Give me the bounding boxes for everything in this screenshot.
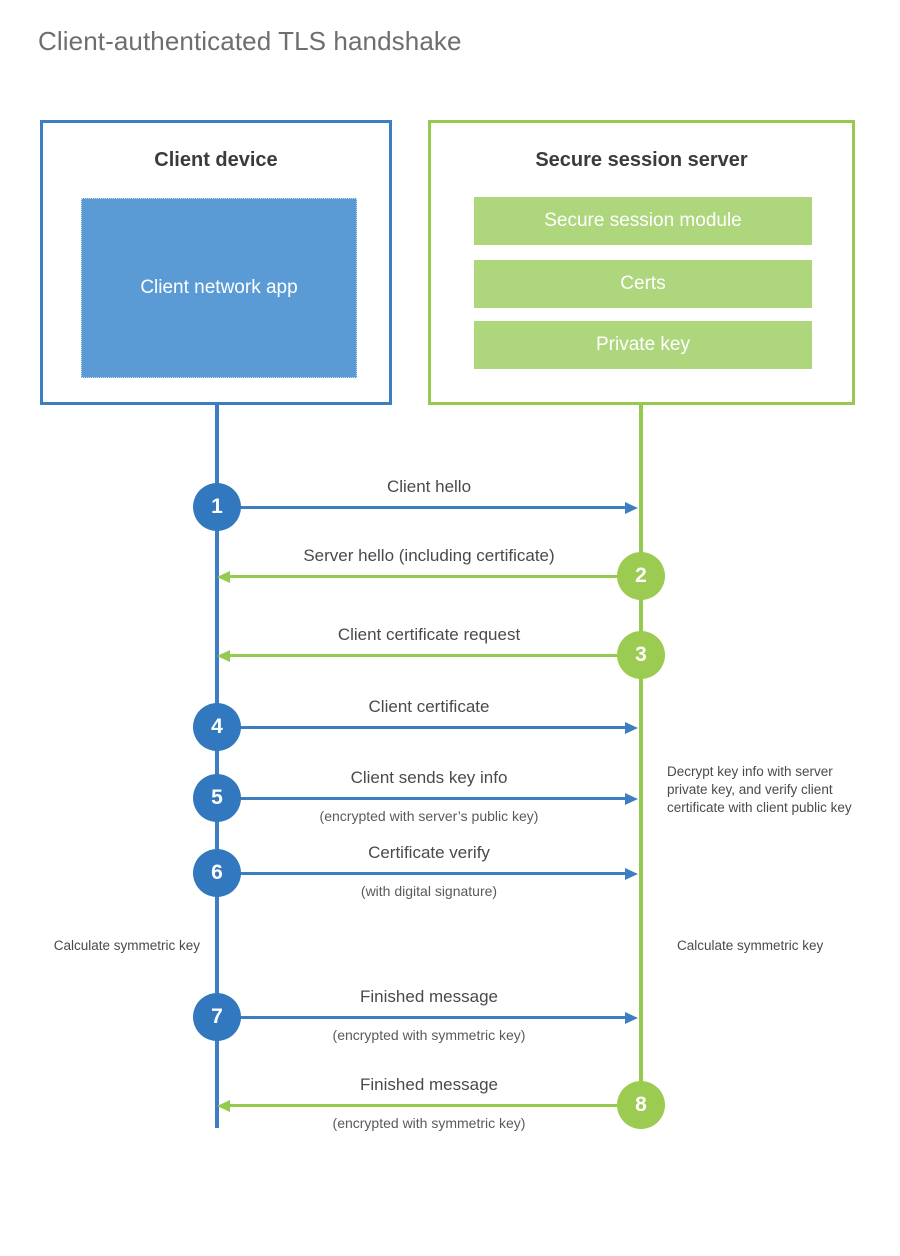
step-circle-5[interactable]: 5 [193,774,241,822]
server-module-certs: Certs [474,260,812,308]
step-label-2: Server hello (including certificate) [303,546,555,565]
client-network-app-label: Client network app [140,277,298,298]
client-lifeline [215,403,219,1128]
arrow-line-step-7 [217,1015,625,1019]
step-circle-3[interactable]: 3 [617,631,665,679]
step-sublabel-8: (encrypted with symmetric key) [332,1115,526,1131]
arrow-line-step-1 [217,505,625,509]
step-label-3: Client certificate request [337,625,521,644]
step-circle-1[interactable]: 1 [193,483,241,531]
secure-session-server-title: Secure session server [535,149,748,171]
step-circle-6[interactable]: 6 [193,849,241,897]
client-network-app-block: Client network app [81,198,357,378]
arrow-head-step-2 [217,571,230,583]
step-circle-8[interactable]: 8 [617,1081,665,1129]
arrow-head-step-7 [625,1012,638,1024]
arrow-head-step-5 [625,793,638,805]
arrow-head-step-6 [625,868,638,880]
step-label-7: Finished message [360,987,498,1006]
arrow-head-step-3 [217,650,230,662]
step-circle-4[interactable]: 4 [193,703,241,751]
step-label-8: Finished message [360,1075,498,1094]
step-sublabel-5: (encrypted with server’s public key) [319,808,539,824]
arrow-head-step-4 [625,722,638,734]
client-device-box: Client device Client network app [40,120,392,405]
step-label-1: Client hello [386,477,472,496]
step-sublabel-6: (with digital signature) [360,883,498,899]
arrow-line-step-5 [217,796,625,800]
step-label-5: Client sends key info [350,768,508,787]
page-title: Client-authenticated TLS handshake [38,26,462,56]
server-module-secure-session-module: Secure session module [474,197,812,245]
annotation-client-calculate-symmetric-key: Calculate symmetric key [53,938,200,953]
annotation-server-decrypt-key-info: Decrypt key info with server private key… [667,764,852,815]
step-circle-2[interactable]: 2 [617,552,665,600]
arrow-line-step-4 [217,725,625,729]
client-device-title: Client device [154,149,278,171]
step-circle-7[interactable]: 7 [193,993,241,1041]
server-lifeline [639,403,643,1105]
secure-session-server-box: Secure session server Secure session mod… [428,120,855,405]
step-label-6: Certificate verify [368,843,490,862]
step-label-4: Client certificate [368,697,490,716]
step-sublabel-7: (encrypted with symmetric key) [332,1027,526,1043]
arrow-head-step-8 [217,1100,230,1112]
arrow-line-step-8 [230,1103,641,1107]
arrow-line-step-3 [230,653,641,657]
arrow-head-step-1 [625,502,638,514]
arrow-line-step-6 [217,871,625,875]
annotation-server-calculate-symmetric-key: Calculate symmetric key [677,938,824,953]
arrow-line-step-2 [230,574,641,578]
server-module-private-key: Private key [474,321,812,369]
